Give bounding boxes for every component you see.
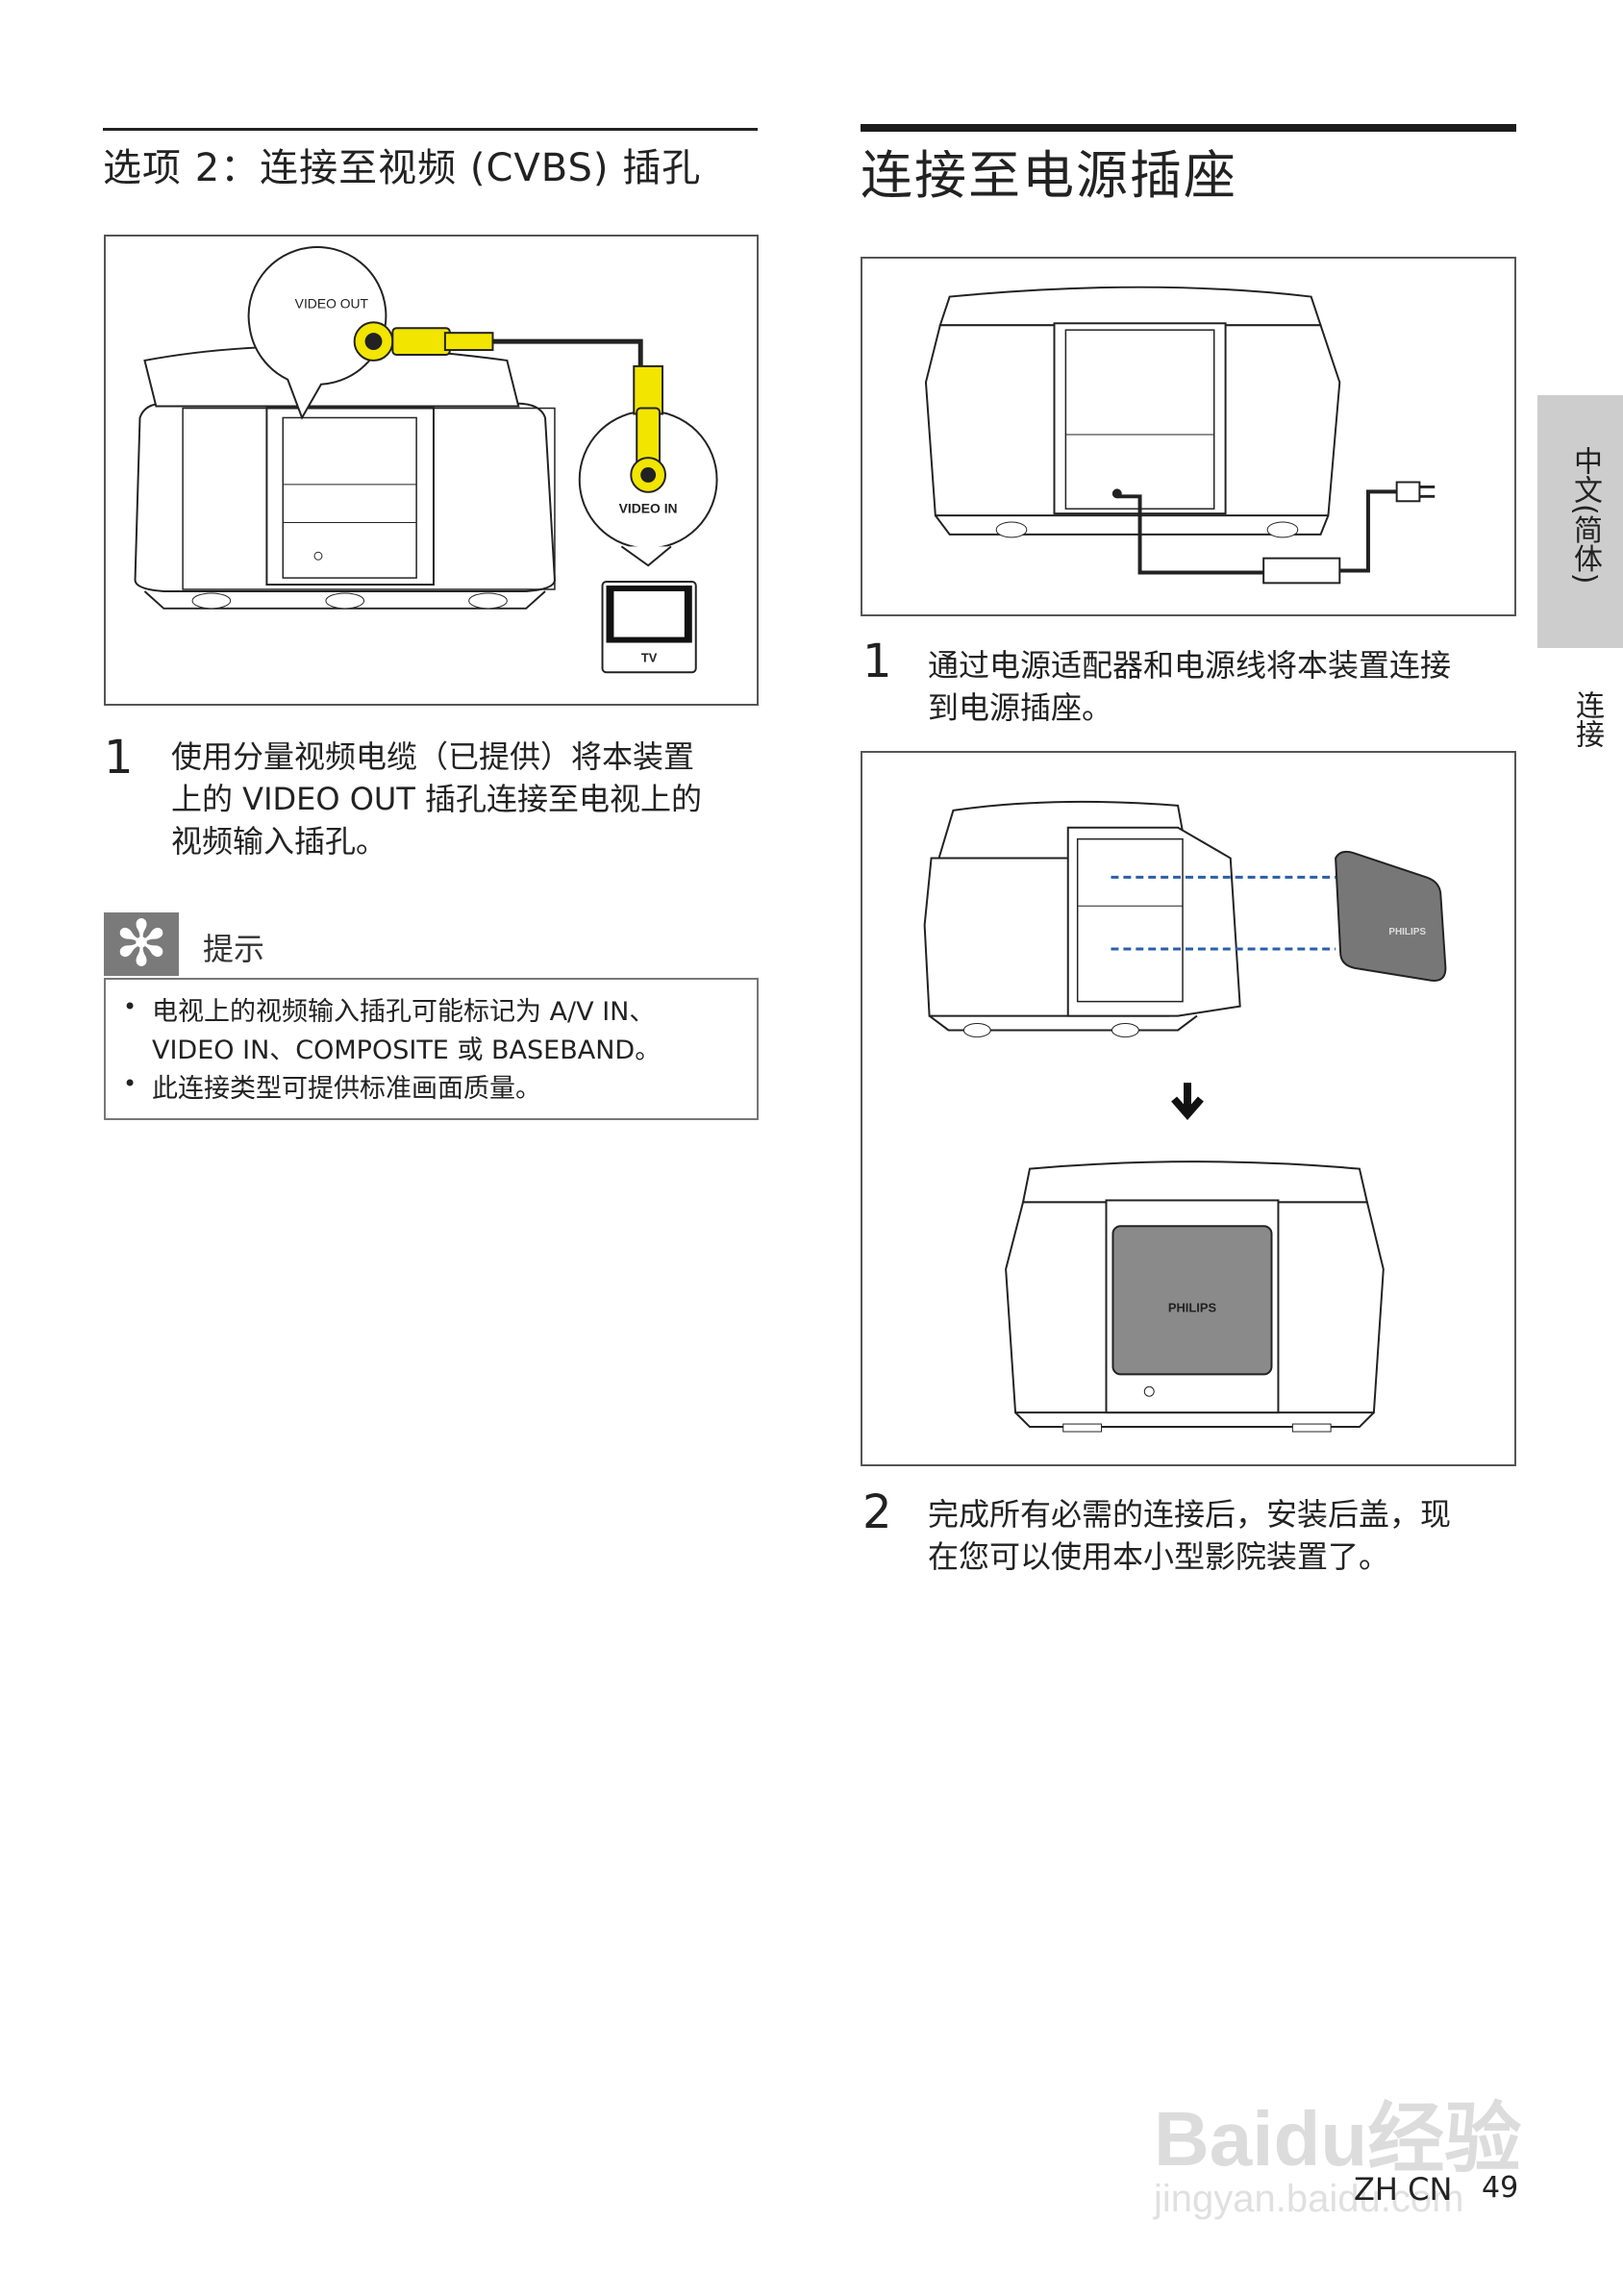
step-line: 视频输入插孔。 [171,823,387,860]
tip-item: • 此连接类型可提供标准画面质量。 [123,1070,661,1109]
tip-item: • 电视上的视频输入插孔可能标记为 A/V IN、 VIDEO IN、COMPO… [123,993,661,1070]
step-line: 到电源插座。 [928,689,1113,726]
cover-install-illustration: PHILIPS PHILIPS [923,800,1447,1433]
step-line: 使用分量视频电缆（已提供）将本装置 [171,738,695,775]
power-connection-illustration [924,286,1436,585]
step-line: 通过电源适配器和电源线将本装置连接 [928,647,1452,684]
tip-box: • 电视上的视频输入插孔可能标记为 A/V IN、 VIDEO IN、COMPO… [104,978,759,1120]
video-out-label: VIDEO OUT [295,295,369,311]
left-heading-rule [103,128,758,131]
step-text: 完成所有必需的连接后，安装后盖，现 在您可以使用本小型影院装置了。 [928,1493,1451,1578]
step-line: 在您可以使用本小型影院装置了。 [928,1538,1390,1575]
step-line: 上的 VIDEO OUT 插孔连接至电视上的 [171,781,703,817]
tip-label: 提示 [203,931,265,967]
step-number: 1 [104,731,134,785]
cover-brand-large: PHILIPS [1168,1301,1217,1315]
tv-label: TV [641,650,658,664]
tip-line: VIDEO IN、COMPOSITE 或 BASEBAND。 [152,1036,662,1065]
video-connection-illustration: VIDEO OUT VIDEO IN TV [134,246,718,674]
figure-video-connection: VIDEO OUT VIDEO IN TV [104,235,759,706]
tip-line: 此连接类型可提供标准画面质量。 [152,1074,541,1104]
figure-cover-install: PHILIPS PHILIPS [861,751,1516,1466]
step-line: 完成所有必需的连接后，安装后盖，现 [928,1496,1452,1533]
step-number: 2 [862,1485,892,1539]
footer-page-number: 49 [1482,2171,1519,2205]
section-heading-cvbs: 选项 2：连接至视频 (CVBS) 插孔 [103,146,702,190]
tip-icon: ✻ [104,912,179,976]
step-text: 使用分量视频电缆（已提供）将本装置 上的 VIDEO OUT 插孔连接至电视上的… [171,736,702,862]
section-tab-label: 连接 [1570,690,1604,748]
cover-brand-small: PHILIPS [1388,927,1426,937]
step-text: 通过电源适配器和电源线将本装置连接 到电源插座。 [928,644,1451,729]
figure-power-connection [861,257,1516,616]
watermark-url: jingyan.baidu.com [1154,2178,1464,2220]
language-tab [1537,395,1623,648]
section-heading-power: 连接至电源插座 [861,145,1237,206]
watermark-logo: Baidu经验 [1154,2096,1522,2182]
tip-line: 电视上的视频输入插孔可能标记为 A/V IN、 [152,997,656,1027]
video-in-label: VIDEO IN [619,501,678,516]
right-heading-rule [861,124,1516,132]
language-tab-label: 中文(简体) [1568,446,1602,585]
footer-language-code: ZH CN [1354,2171,1453,2208]
step-number: 1 [862,635,892,688]
tip-list: • 电视上的视频输入插孔可能标记为 A/V IN、 VIDEO IN、COMPO… [123,993,661,1109]
